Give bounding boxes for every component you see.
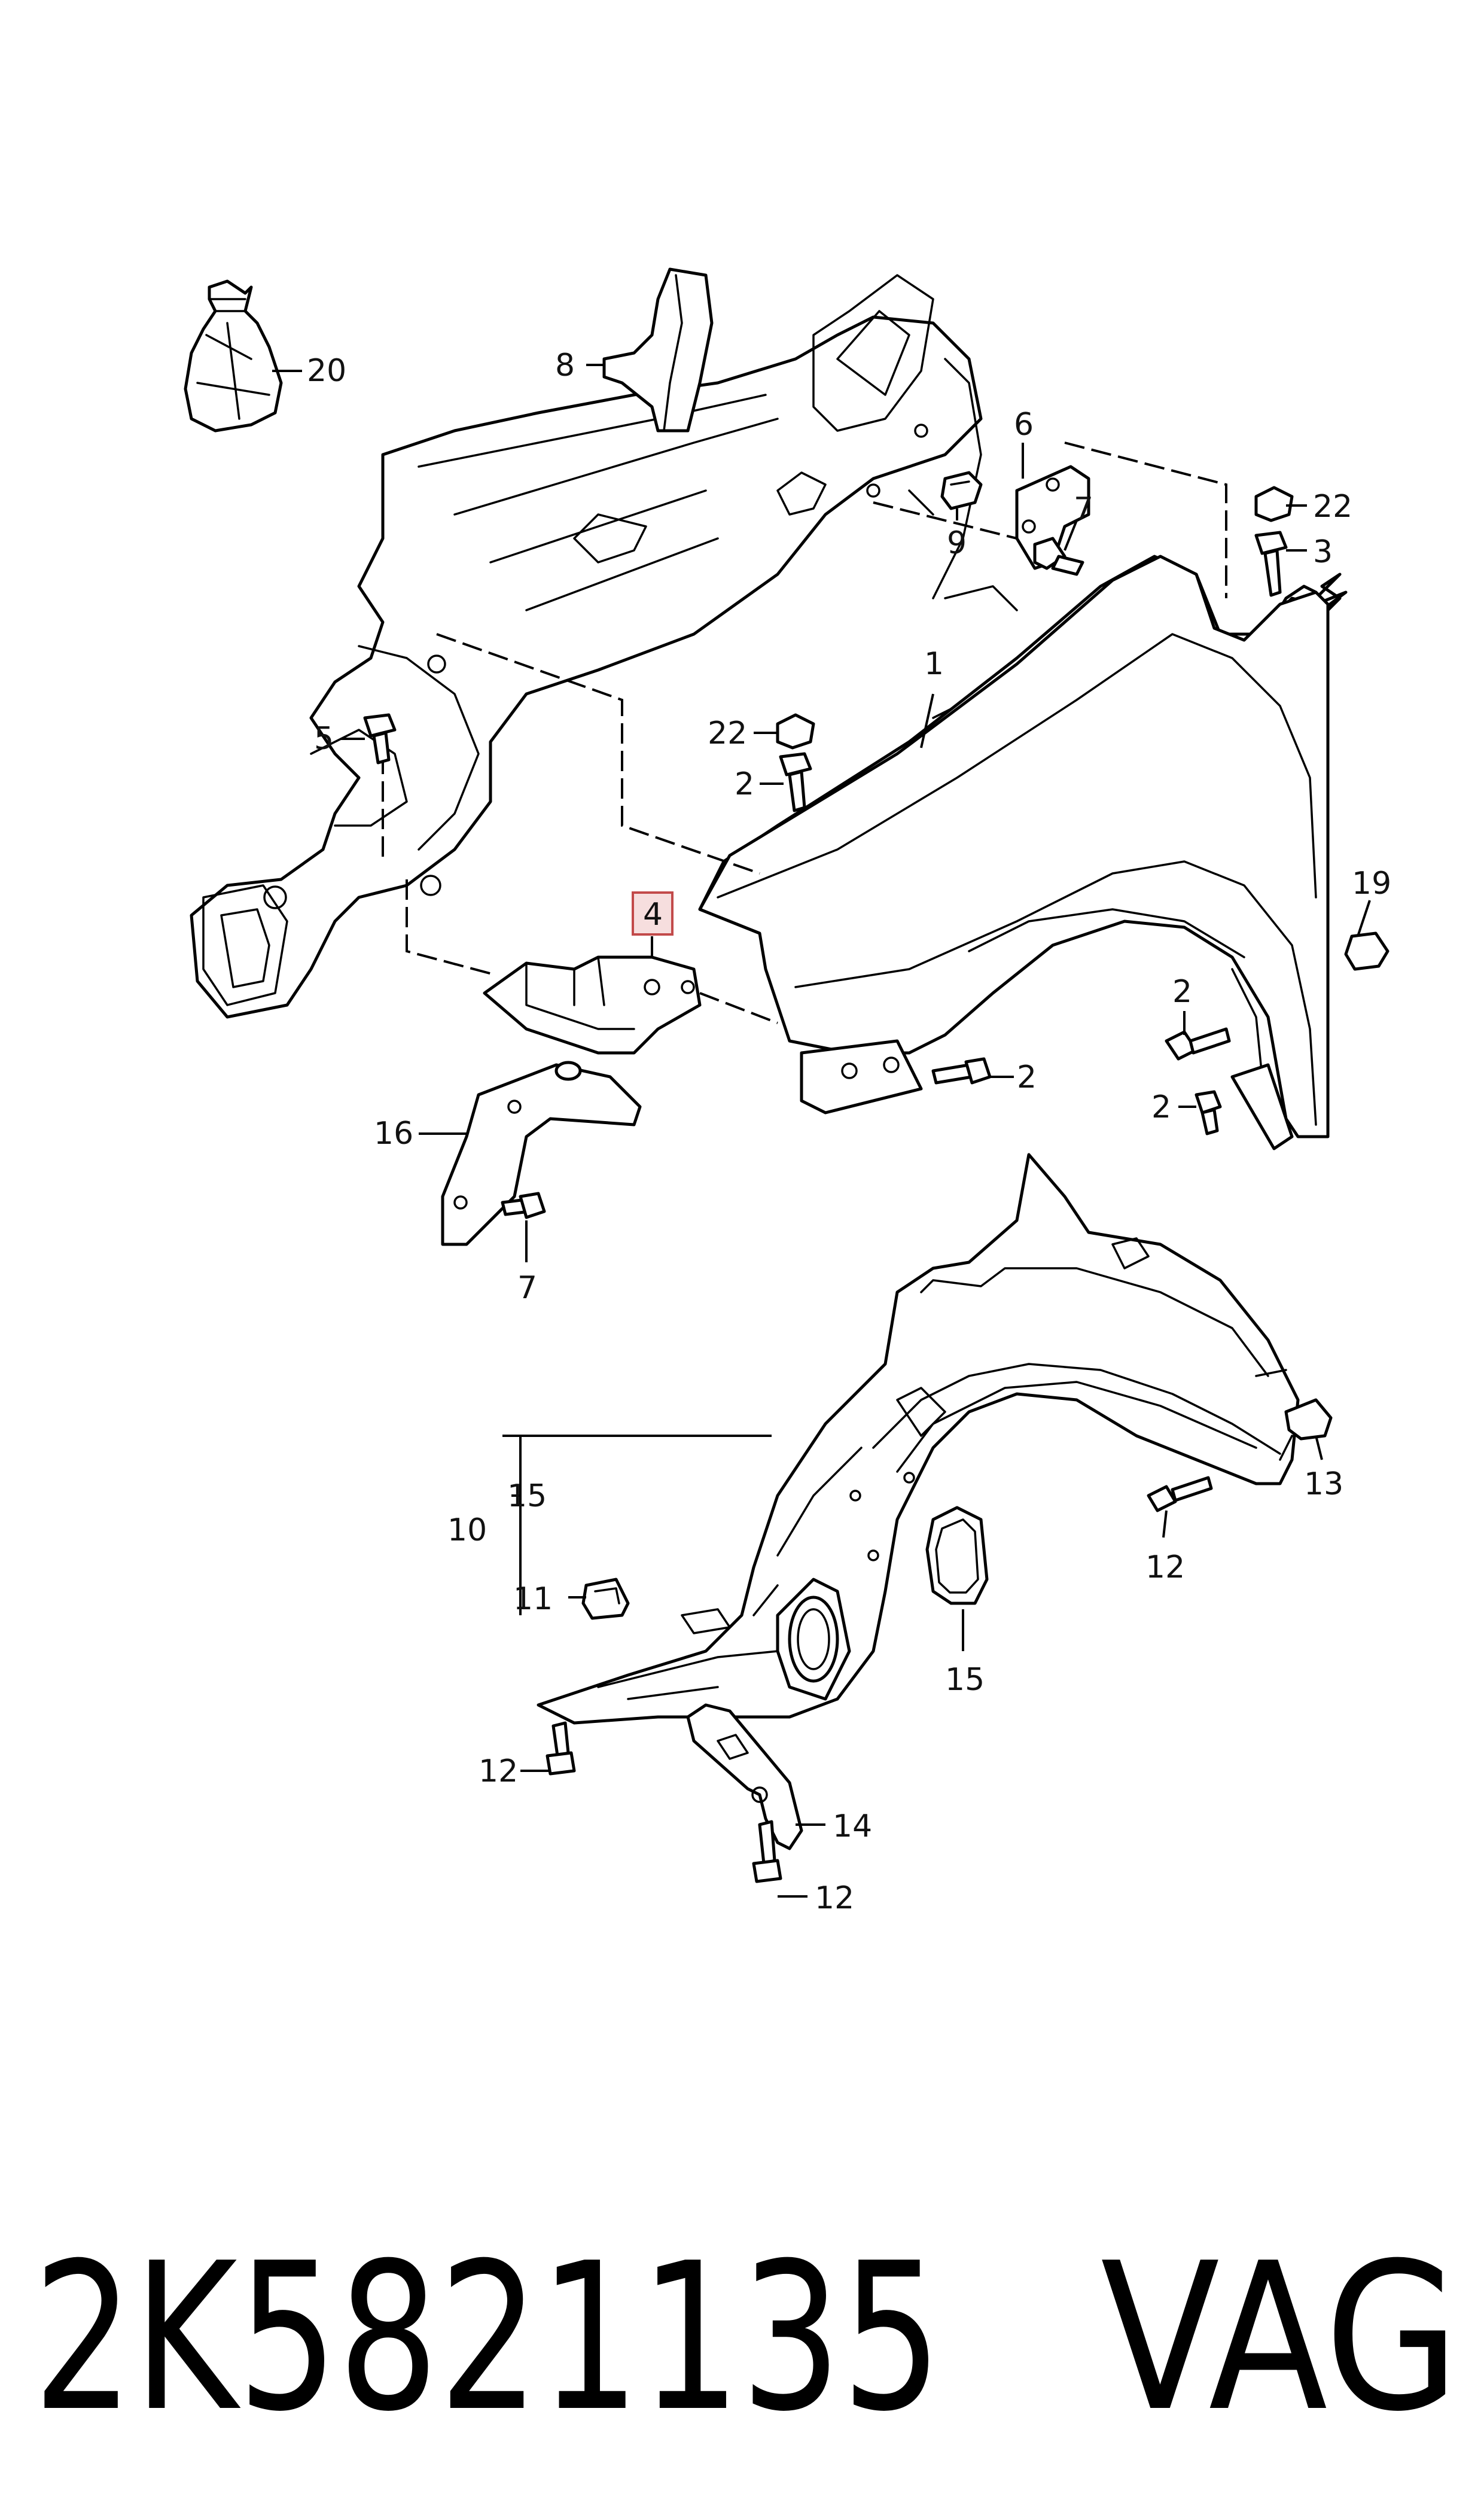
- part-number: 2K5821135: [33, 2219, 942, 2456]
- callout-labels: 20 8 6 9 7 22 3 1 22 2 5 19 2 2 2 4 16 7…: [307, 348, 1391, 1916]
- front-fender: [698, 555, 1348, 1150]
- body-structure: [190, 274, 1018, 1019]
- callout-10: 10: [447, 1512, 487, 1548]
- clip-22-upper-icon: [1254, 486, 1294, 522]
- callout-9: 9: [947, 525, 967, 561]
- callout-20: 20: [307, 353, 346, 389]
- callout-8: 8: [555, 348, 575, 383]
- highlight-box-4: [632, 891, 674, 936]
- assembly-lines: [382, 442, 1227, 1024]
- callout-12-bottom: 12: [815, 1880, 854, 1916]
- leader-lines: [272, 364, 1371, 1898]
- callout-16: 16: [374, 1116, 413, 1152]
- callout-2-lower-center: 2: [1017, 1059, 1037, 1095]
- callout-19: 19: [1352, 866, 1391, 902]
- callout-13: 13: [1304, 1466, 1343, 1502]
- seal-ring-15: [925, 1506, 989, 1605]
- callout-12-left: 12: [479, 1753, 518, 1789]
- clip-13-icon: [1284, 1398, 1333, 1441]
- bolt-2-lower-center-icon: [931, 1057, 992, 1085]
- fender-bracket-4: [483, 955, 702, 1055]
- callout-7-lower: 7: [517, 1270, 537, 1306]
- callout-15-lower: 15: [945, 1662, 985, 1698]
- wheel-housing-liner: [537, 1153, 1300, 1725]
- bolt-7-upper-icon: [1033, 537, 1084, 576]
- hardware: [363, 471, 1389, 1883]
- callout-2-middle: 2: [735, 766, 754, 802]
- nut-9-icon: [940, 471, 983, 510]
- callout-7-upper: 7: [1074, 491, 1093, 527]
- bolt-2-middle-icon: [779, 752, 812, 812]
- bolt-3-icon: [1254, 531, 1288, 597]
- callout-4: 4: [643, 897, 663, 933]
- callout-5: 5: [314, 721, 334, 757]
- bolt-5-icon: [363, 713, 397, 765]
- bracket-14: [686, 1703, 803, 1850]
- dust-boot-20: [184, 279, 283, 433]
- callout-2-right-lower: 2: [1151, 1089, 1171, 1125]
- bracket-16: [441, 1061, 642, 1246]
- callout-22-lower: 22: [708, 715, 747, 751]
- callout-22-upper: 22: [1313, 489, 1352, 525]
- screw-12-bottom-icon: [752, 1820, 782, 1883]
- bolt-2-right-upper-icon: [1165, 1027, 1231, 1061]
- screw-12-left-icon: [546, 1721, 576, 1776]
- callout-1: 1: [924, 646, 944, 682]
- callout-2-right-upper: 2: [1172, 974, 1192, 1010]
- bolt-2-right-lower-icon: [1194, 1090, 1222, 1135]
- clip-22-lower-icon: [776, 713, 815, 750]
- callout-14: 14: [833, 1808, 872, 1844]
- bolt-7-lower-icon: [501, 1192, 546, 1219]
- caption: 2K5821135 VAG: [33, 2219, 1459, 2456]
- clip-nut-11-icon: [581, 1578, 630, 1620]
- callout-15-upper: 15: [507, 1478, 547, 1514]
- nut-19-icon: [1344, 931, 1389, 971]
- brace-8: [602, 267, 714, 433]
- callout-6: 6: [1014, 407, 1034, 443]
- callout-12-right: 12: [1145, 1549, 1185, 1585]
- screw-12-right-icon: [1147, 1476, 1213, 1512]
- brand-label: VAG: [1101, 2219, 1459, 2456]
- callout-11: 11: [513, 1581, 553, 1617]
- callout-3: 3: [1313, 534, 1333, 570]
